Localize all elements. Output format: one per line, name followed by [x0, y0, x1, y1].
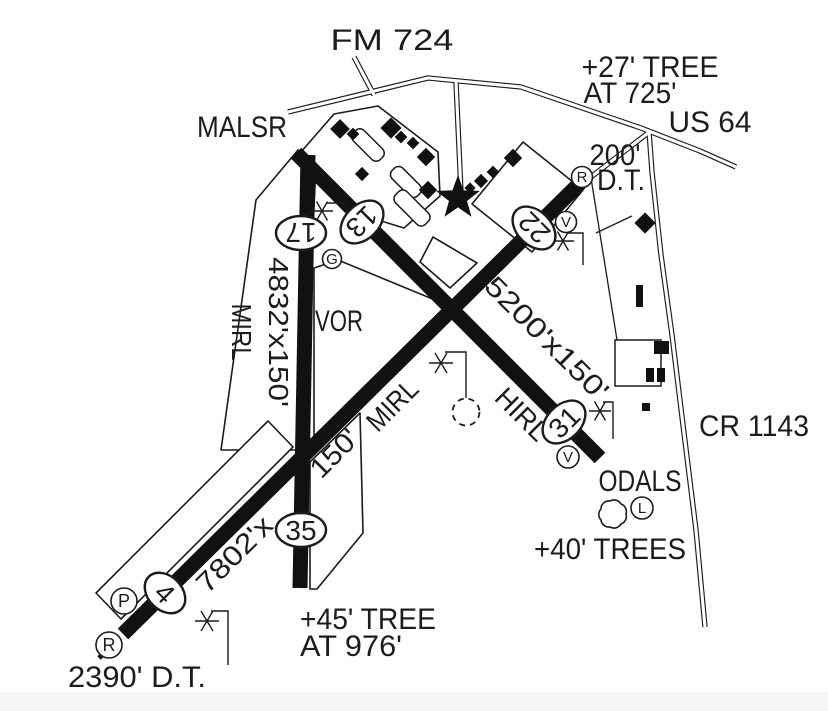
approach-light-symbol-rwy22 — [552, 231, 584, 265]
road-terminal-access-surface — [454, 81, 463, 193]
building — [406, 136, 420, 150]
terminal-apron-east — [471, 141, 584, 253]
malsr-label: MALSR — [197, 111, 287, 144]
building — [646, 368, 654, 382]
circled-code-l: L — [630, 496, 654, 520]
circled-code-g-label: G — [326, 251, 338, 268]
beacon-star-icon — [436, 175, 480, 217]
building — [636, 285, 643, 307]
building — [657, 368, 665, 382]
obstruction-tree27-line2: AT 725' — [584, 77, 677, 110]
approach-light-symbol-rwy17 — [311, 201, 348, 241]
circled-code-v22-label: V — [561, 214, 571, 231]
building — [486, 165, 500, 179]
runway-end-17: 17 — [274, 214, 328, 252]
circled-code-g: G — [321, 248, 343, 270]
wind-indicator-icon — [429, 351, 467, 398]
building — [354, 166, 370, 182]
runway-end-35-label: 35 — [285, 515, 316, 546]
obstruction-tree45-line1: +45' TREE — [300, 603, 436, 636]
building — [346, 127, 360, 141]
circled-code-r4-label: R — [103, 635, 116, 655]
circled-code-p: P — [110, 587, 138, 615]
approach-light-symbol-rwy31 — [589, 401, 614, 439]
obstruction-tree27-line1: +27' TREE — [582, 51, 719, 84]
circled-code-p-label: P — [118, 591, 130, 611]
segmented-circle-icon — [451, 397, 481, 427]
displaced-threshold-22-value: 200' — [590, 139, 641, 172]
displaced-threshold-22-suffix: D.T. — [597, 164, 645, 197]
circled-code-r22-label: R — [577, 169, 588, 186]
building — [416, 147, 436, 167]
displaced-threshold-04-label: 2390' D.T. — [68, 661, 206, 694]
obstruction-trees40-label: +40' TREES — [534, 533, 686, 566]
circled-code-r-22: R — [570, 165, 594, 189]
roads — [287, 55, 738, 628]
building — [503, 148, 523, 168]
runway-end-35: 35 — [274, 511, 328, 549]
runway-17-35-lighting: MIRL — [226, 304, 257, 361]
vor-label: VOR — [315, 305, 363, 338]
airport-boundary-line — [590, 177, 618, 341]
building — [642, 403, 650, 411]
building — [473, 173, 489, 189]
runway-end-17-label: 17 — [285, 217, 316, 248]
circled-code-l-label: L — [638, 500, 646, 517]
driveway-line — [595, 215, 633, 234]
road-label-us64: US 64 — [669, 106, 752, 139]
circled-code-r-4: R — [95, 631, 123, 659]
runway-end-04: 4 — [143, 571, 187, 615]
runway-17-35-dimension: 4832'x150' — [263, 257, 294, 407]
building — [330, 119, 350, 139]
road-us64-surface — [287, 76, 737, 169]
taxilane-2 — [389, 165, 423, 199]
tree-cloud-icon — [598, 499, 628, 529]
circled-code-v31-label: V — [563, 449, 573, 466]
obstruction-tree45-line2: AT 976' — [300, 630, 402, 663]
footer-bar — [0, 692, 828, 711]
road-airport-entrance-surface — [590, 131, 649, 179]
circled-code-v-22: V — [554, 210, 578, 234]
apron-south-of-beacon — [419, 236, 478, 289]
approach-light-symbol-rwy04 — [195, 610, 229, 665]
odals-label: ODALS — [599, 465, 682, 498]
circled-code-v-31: V — [556, 445, 580, 469]
taxiway-northwest-04-22 — [95, 420, 294, 620]
building — [394, 130, 408, 144]
road-fm724-surface — [352, 56, 376, 96]
road-label-fm724: FM 724 — [331, 24, 454, 57]
taxiway-east-35 — [309, 412, 364, 590]
building — [654, 341, 669, 354]
building — [418, 180, 438, 200]
road-cr1143-surface — [647, 130, 707, 628]
taxilane-3 — [393, 189, 431, 227]
building — [634, 212, 656, 234]
road-label-cr1143: CR 1143 — [699, 410, 809, 443]
runway-04-22 — [117, 177, 586, 640]
